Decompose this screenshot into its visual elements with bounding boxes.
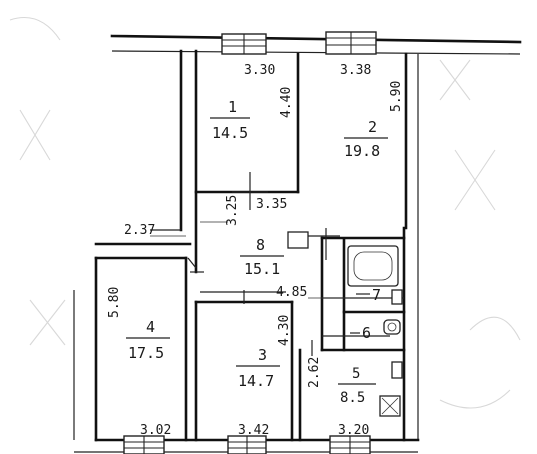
room-2-label: 2 19.8 [344,118,388,160]
room-number: 7 [372,286,381,304]
dim-r5-depth: 2.62 [307,357,322,388]
dimension-labels: 3.30 4.40 3.38 5.90 3.35 3.25 2.37 5.80 … [107,63,404,438]
dim-r1-width: 3.30 [244,63,275,78]
room-number: 2 [368,118,377,136]
room-area: 14.5 [212,124,248,142]
dim-r3-depth: 4.30 [277,315,292,346]
window-top-right [325,31,377,55]
room-number: 6 [362,324,371,342]
dim-r1-depth: 4.40 [279,87,294,118]
dim-r3-bottom: 3.42 [238,423,269,438]
room-number: 5 [352,366,360,382]
dim-corridor-width: 2.37 [124,223,155,238]
room-5-label: 5 8.5 [338,366,376,406]
room-7-label: 7 [356,286,381,304]
room-area: 8.5 [340,390,365,406]
window-bottom-left [123,435,165,454]
dim-r2-width: 3.38 [340,63,371,78]
dim-r2-depth: 5.90 [389,81,404,112]
room-area: 19.8 [344,142,380,160]
room-area: 15.1 [244,260,280,278]
room-3-label: 3 14.7 [236,346,280,390]
room-6-label: 6 [350,324,371,342]
room-number: 3 [258,346,267,364]
bathtub [347,245,399,287]
dim-hall-depth: 3.25 [225,195,240,226]
watermark-pattern [9,16,521,409]
room-number: 1 [228,98,237,116]
room-area: 17.5 [128,344,164,362]
window-bottom-right [329,435,371,454]
room-number: 4 [146,318,155,336]
dim-r1-bottom: 3.35 [256,197,287,212]
window-bottom-middle [227,435,267,454]
sink-bath [391,289,403,305]
kitchen-sink [391,361,403,379]
dimension-ticks [150,221,350,299]
dim-hall-length: 4.85 [276,285,307,300]
stove [379,395,401,417]
dim-r4-bottom: 3.02 [140,423,171,438]
room-1-label: 1 14.5 [210,98,250,142]
room-8-label: 8 15.1 [240,236,284,278]
toilet [383,319,401,335]
structural-walls [73,34,522,453]
dim-r4-depth: 5.80 [107,287,122,318]
dim-r5-bottom: 3.20 [338,423,369,438]
room-number: 8 [256,236,265,254]
window-top-left [221,33,267,55]
room-area: 14.7 [238,372,274,390]
room-4-label: 4 17.5 [126,318,170,362]
